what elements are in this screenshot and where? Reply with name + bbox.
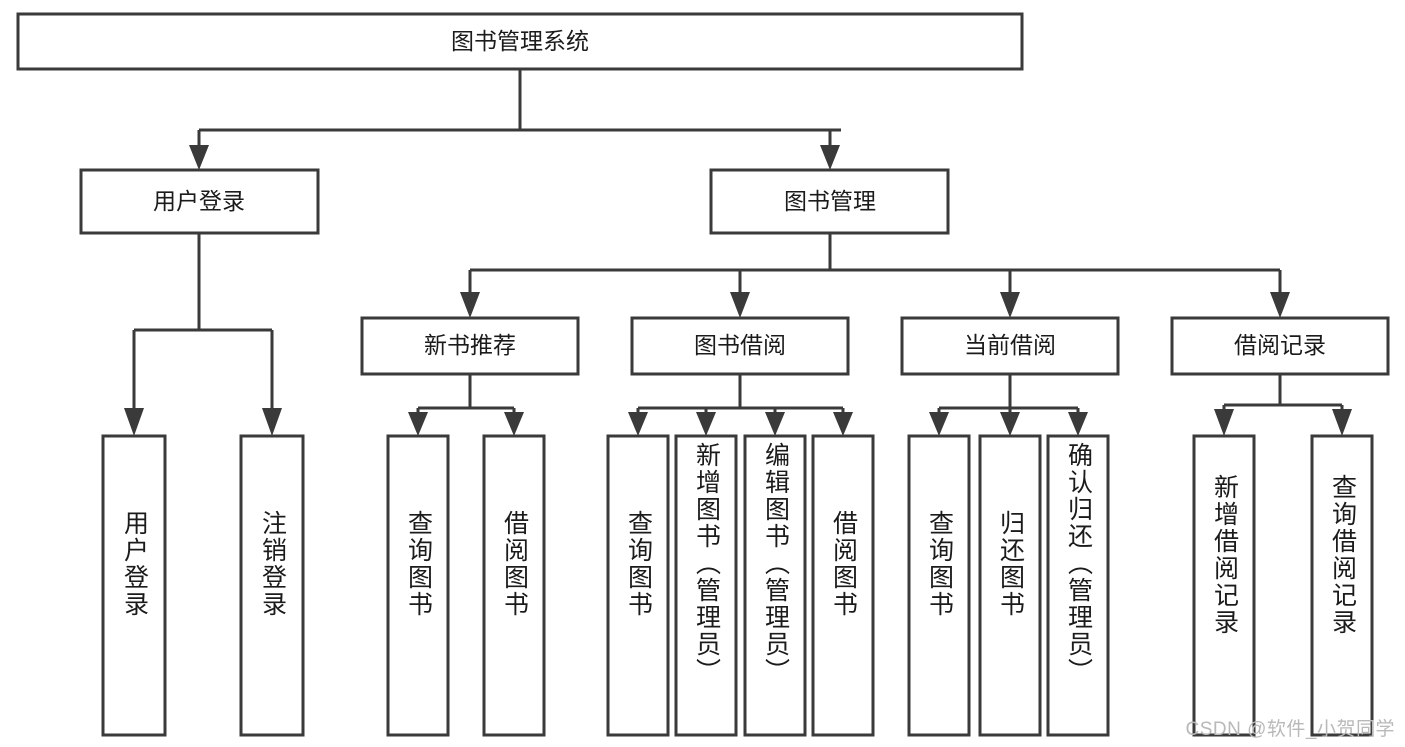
arrowhead-current: [1000, 292, 1020, 318]
arrowhead-book-mgmt: [820, 145, 840, 170]
arrowhead-leaf-10: [1000, 412, 1020, 436]
node-leaf-12[interactable]: [1192, 434, 1256, 737]
node-current-borrow[interactable]: [900, 316, 1120, 376]
node-leaf-4[interactable]: [482, 434, 546, 737]
arrowhead-leaf-8: [833, 412, 853, 436]
arrowhead-leaf-12: [1214, 409, 1234, 436]
node-book-borrow[interactable]: [630, 316, 850, 376]
arrowhead-leaf-1: [124, 408, 144, 436]
node-borrow-record[interactable]: [1170, 316, 1390, 376]
node-book-borrow-label: 图书借阅: [694, 332, 786, 358]
arrowhead-user-login: [189, 145, 209, 170]
connectors: [124, 69, 1352, 436]
node-boxes: 图书管理系统 用户登录 图书管理 新书推荐 图书借阅 当前借阅 借阅记录: [16, 12, 1390, 737]
node-book-management-label: 图书管理: [784, 188, 876, 214]
arrowhead-leaf-9: [929, 412, 949, 436]
node-leaf-10[interactable]: [978, 434, 1042, 737]
node-borrow-record-label: 借阅记录: [1234, 332, 1326, 358]
arrowhead-newbook: [460, 292, 480, 318]
node-new-book-recommend[interactable]: [360, 316, 580, 376]
arrowhead-leaf-2: [262, 408, 282, 436]
node-user-login-label: 用户登录: [153, 188, 245, 214]
node-leaf-5[interactable]: [606, 434, 670, 737]
watermark: CSDN @软件_小贺同学: [1185, 719, 1395, 740]
arrowhead-leaf-13: [1332, 409, 1352, 436]
node-leaf-11[interactable]: [1046, 434, 1110, 737]
node-leaf-3[interactable]: [386, 434, 450, 737]
arrowhead-leaf-7: [765, 412, 785, 436]
node-leaf-9[interactable]: [907, 434, 971, 737]
node-leaf-7[interactable]: [743, 434, 807, 737]
node-leaf-8[interactable]: [811, 434, 875, 737]
node-new-book-recommend-label: 新书推荐: [424, 332, 516, 358]
arrowhead-leaf-5: [628, 412, 648, 436]
arrowhead-borrow: [730, 292, 750, 318]
arrowhead-leaf-11: [1068, 412, 1088, 436]
node-leaf-6[interactable]: [674, 434, 738, 737]
node-leaf-13[interactable]: [1310, 434, 1374, 737]
node-root[interactable]: [16, 12, 1024, 71]
node-root-label: 图书管理系统: [451, 28, 589, 54]
arrowhead-record: [1270, 292, 1290, 318]
arrowhead-leaf-4: [504, 412, 524, 436]
node-user-login[interactable]: [79, 168, 320, 235]
arrowhead-leaf-6: [696, 412, 716, 436]
node-leaf-2[interactable]: [239, 434, 305, 737]
arrowhead-leaf-3: [408, 412, 428, 436]
node-leaf-1[interactable]: [101, 434, 167, 737]
node-book-management[interactable]: [709, 168, 950, 235]
node-current-borrow-label: 当前借阅: [964, 332, 1056, 358]
